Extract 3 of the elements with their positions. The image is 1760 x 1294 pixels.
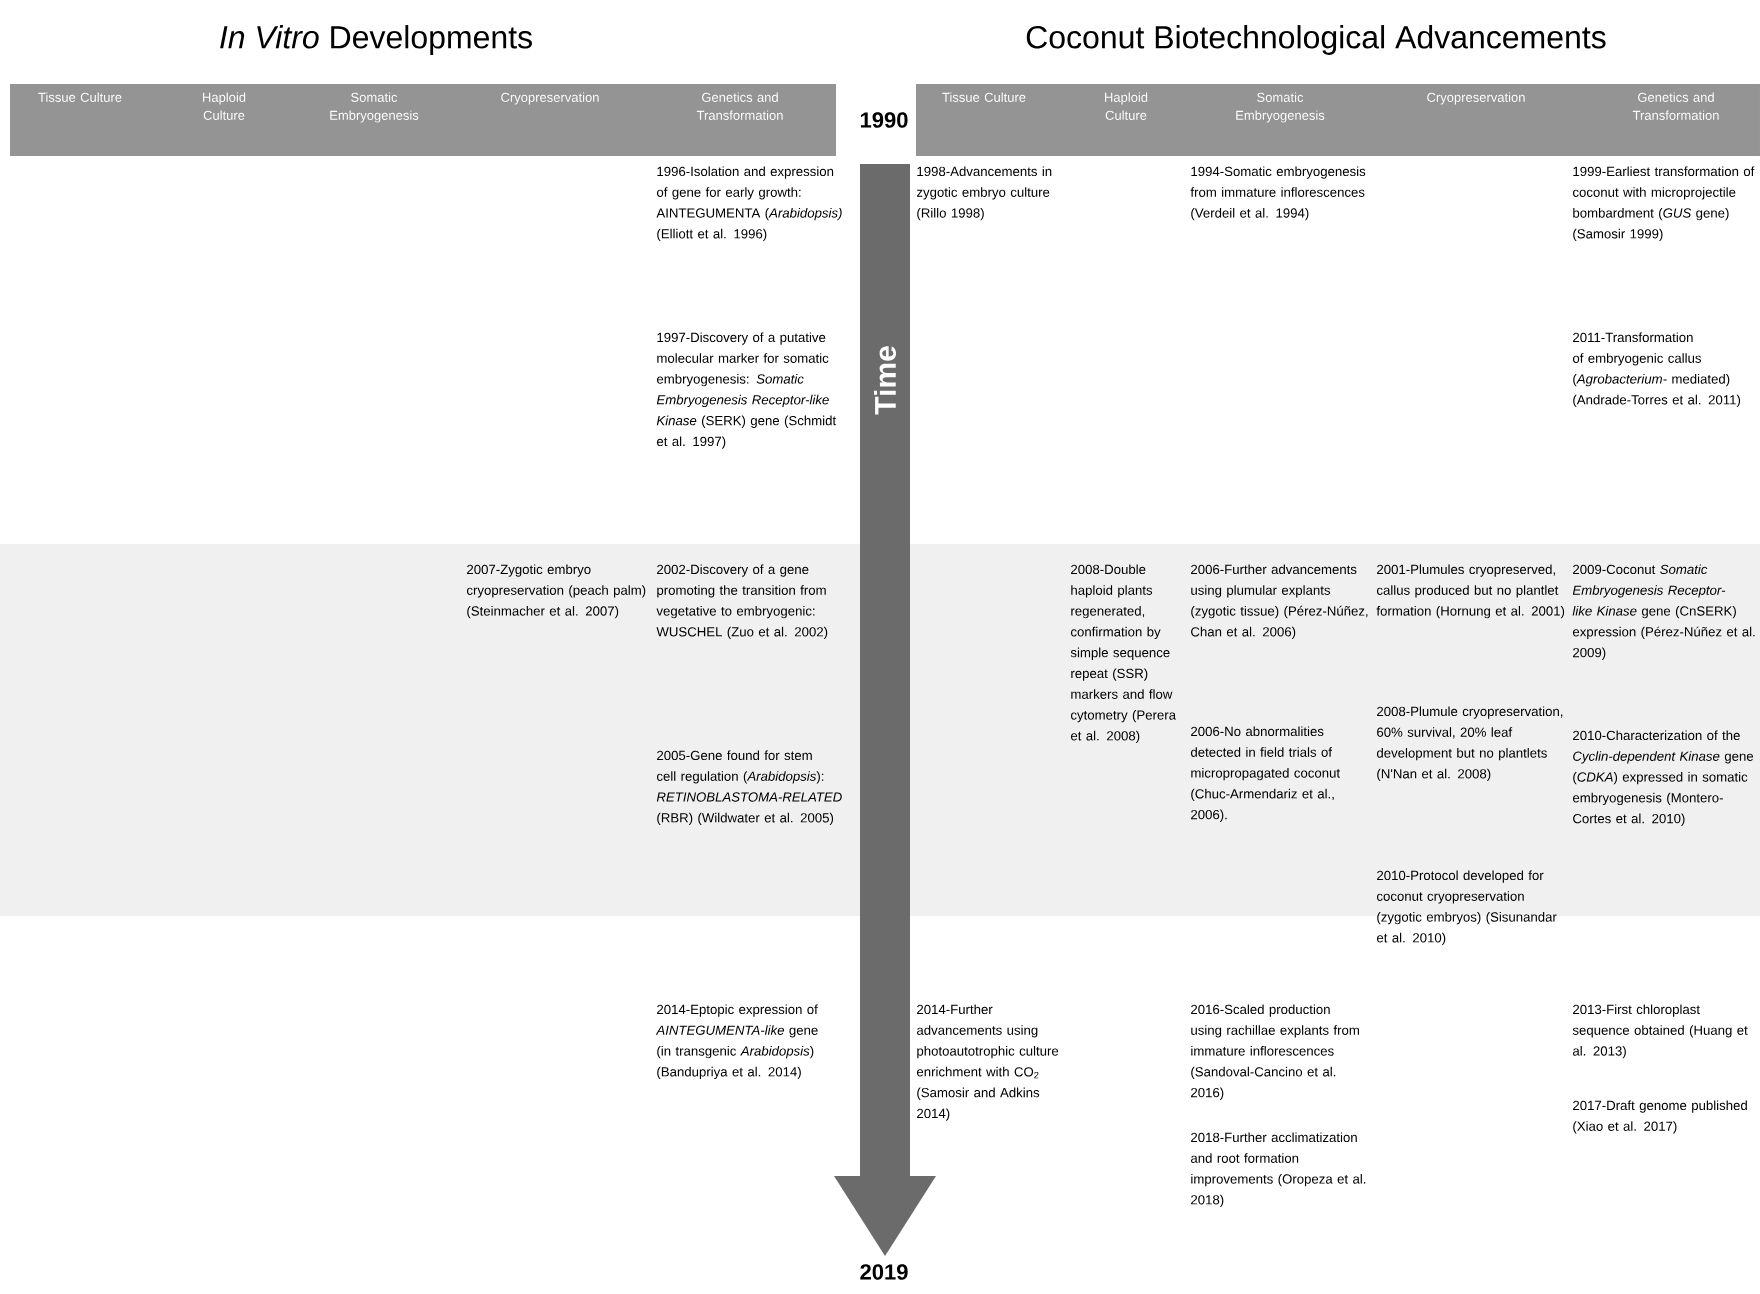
panel-title: In Vitro Developments	[220, 25, 532, 55]
year-label: 1990	[860, 112, 908, 128]
panel-title: Coconut Biotechnological Advancements	[1026, 25, 1606, 55]
